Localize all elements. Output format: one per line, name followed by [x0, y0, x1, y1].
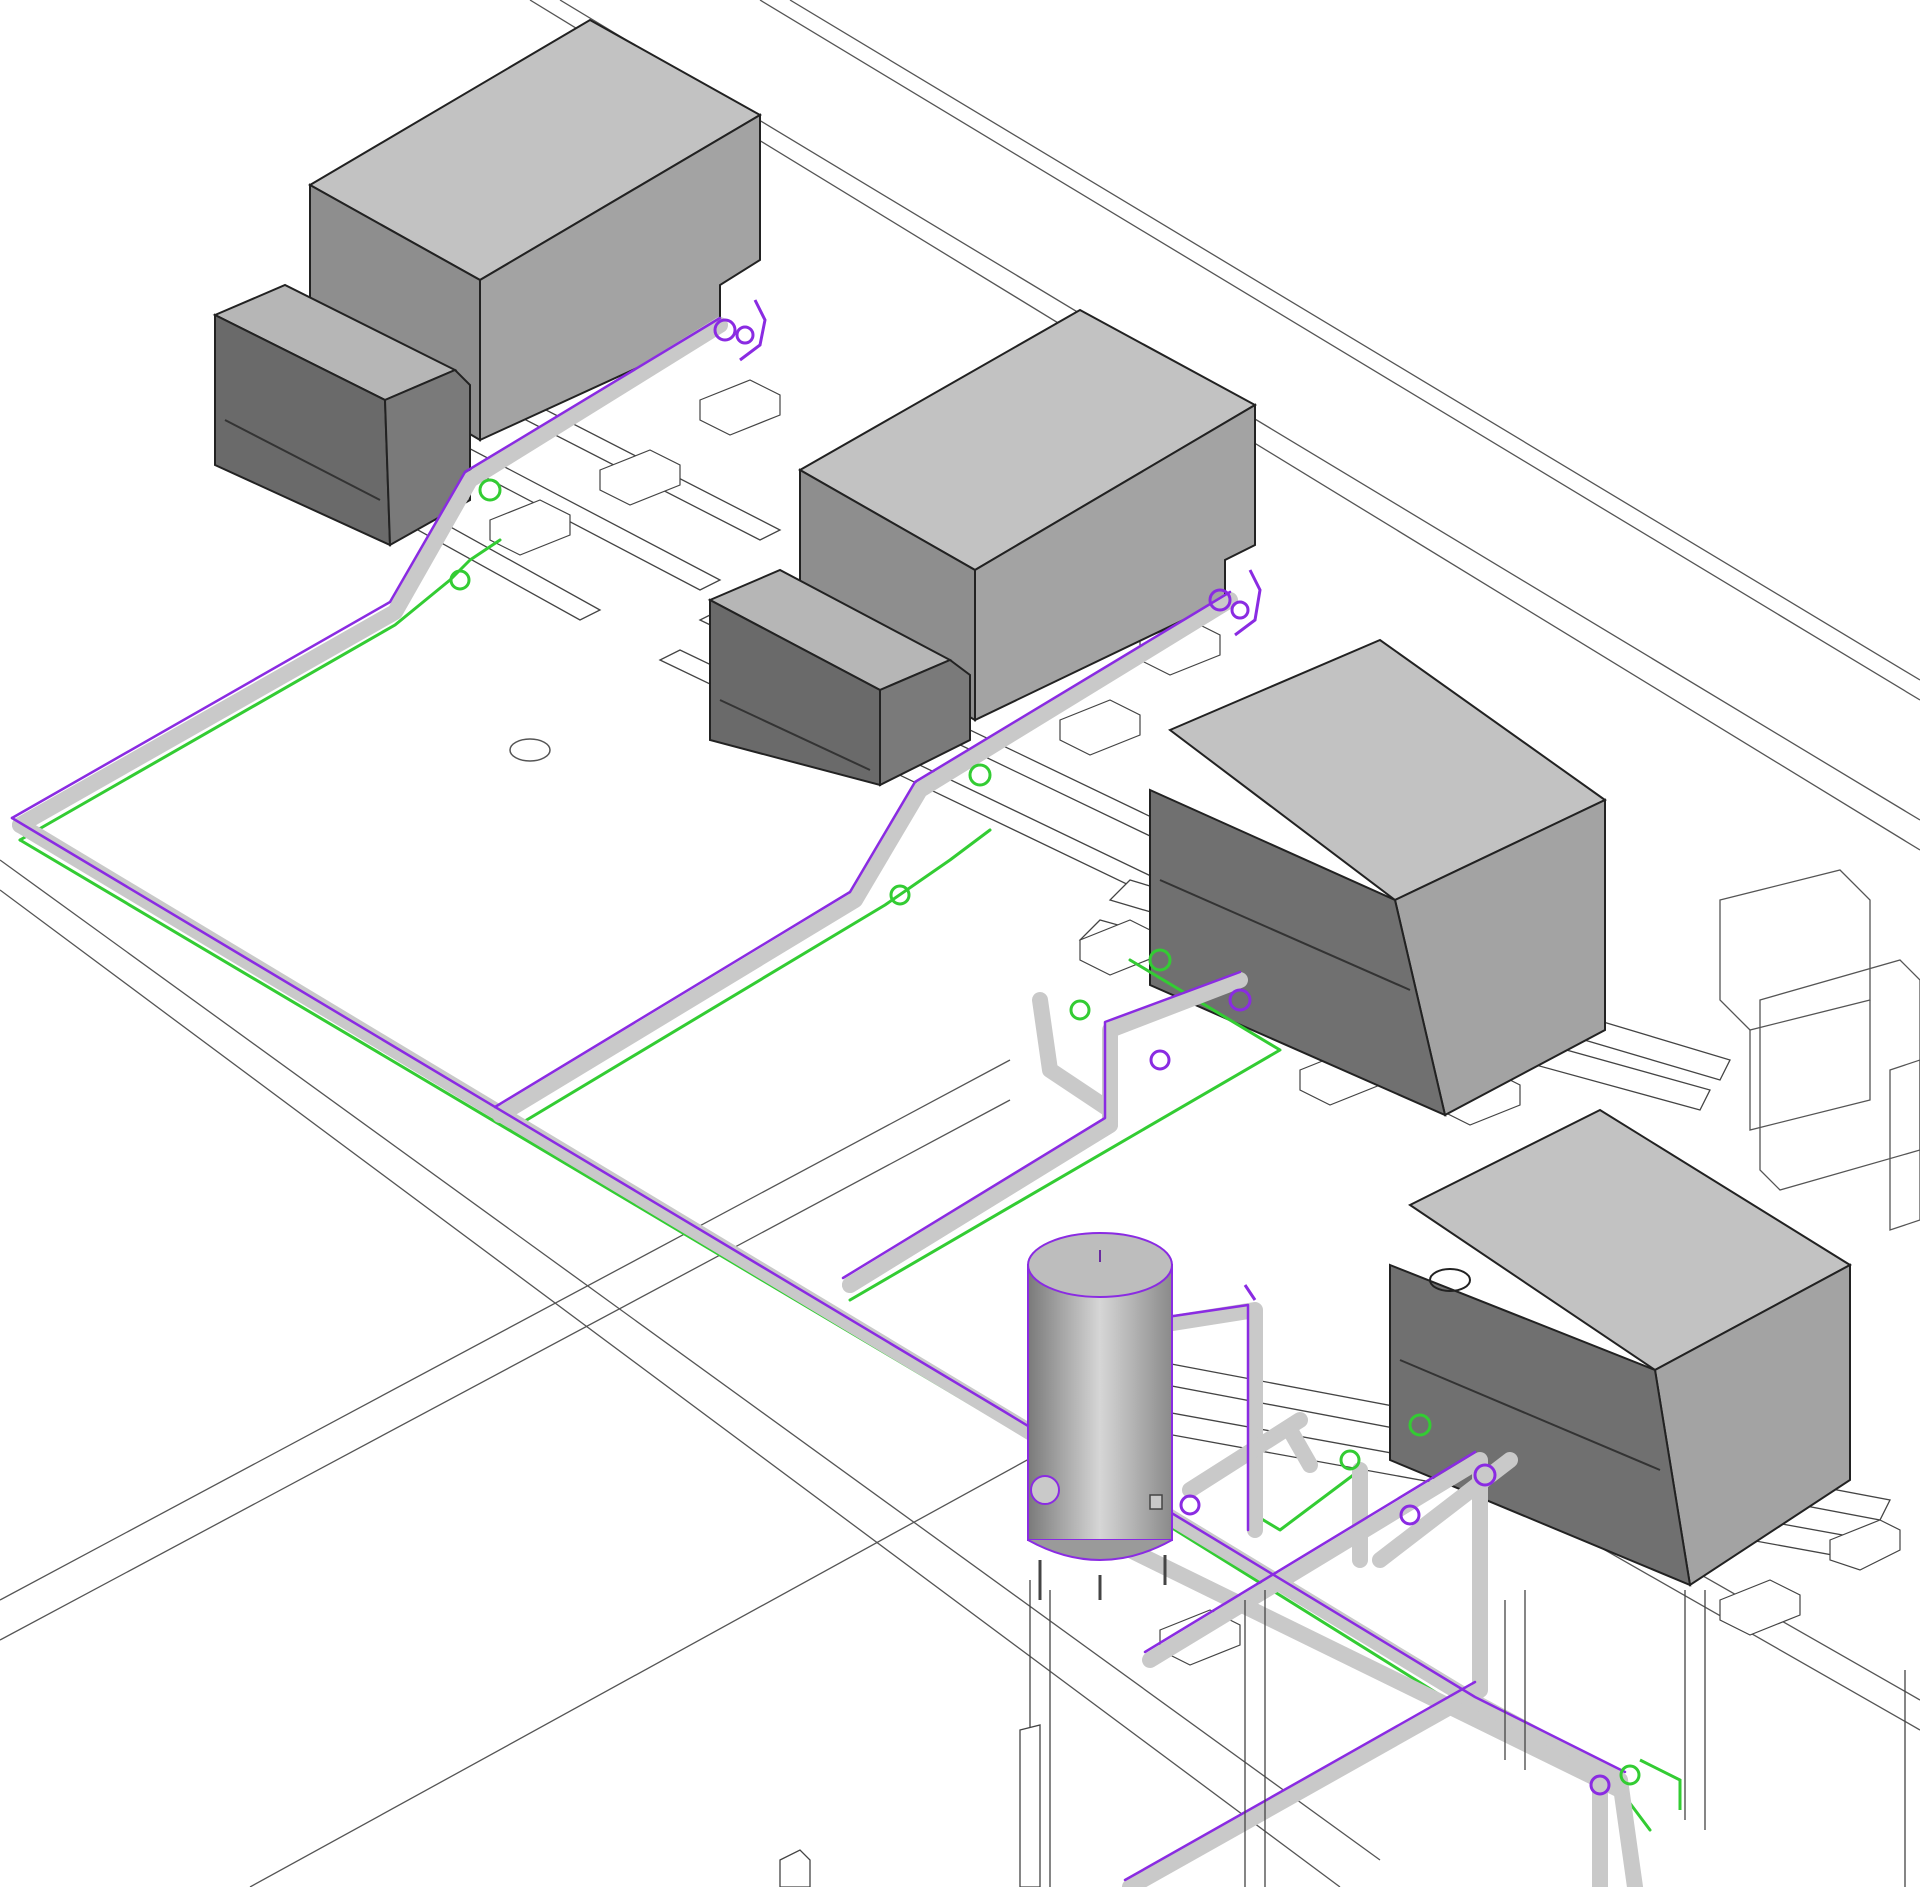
chiller-unit-2[interactable]	[707, 308, 1258, 787]
valve-group-return[interactable]	[449, 478, 1682, 1810]
expansion-vessel[interactable]	[1027, 1232, 1173, 1600]
cooling-tank-3[interactable]	[1149, 638, 1607, 1117]
structural-columns	[779, 1580, 1920, 1887]
valve-group-supply[interactable]	[713, 299, 1611, 1796]
cooling-tank-4[interactable]	[1389, 1108, 1852, 1587]
pipe-network	[10, 316, 1652, 1887]
chiller-unit-1[interactable]	[212, 18, 763, 547]
floor-drain	[509, 738, 551, 762]
valves[interactable]	[449, 299, 1682, 1810]
